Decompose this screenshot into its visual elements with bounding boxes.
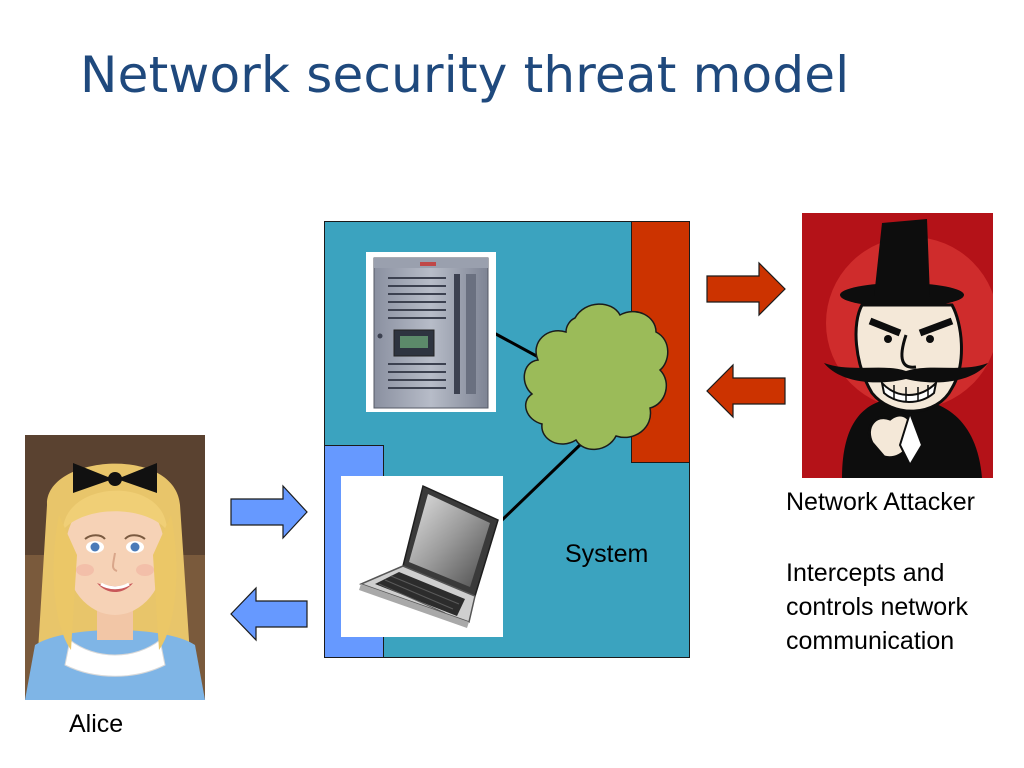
- attacker-label: Network Attacker: [786, 488, 975, 516]
- system-to-alice-arrow: [230, 586, 308, 642]
- attacker-portrait: [802, 213, 993, 478]
- attacker-description: Intercepts and controls network communic…: [786, 556, 968, 658]
- attacker-description-line: controls network: [786, 593, 969, 621]
- slide-title: Network security threat model: [80, 46, 850, 104]
- attacker-description-line: communication: [786, 627, 955, 655]
- attacker-to-system-arrow: [706, 363, 786, 419]
- alice-to-system-arrow: [230, 484, 308, 540]
- network-cloud-icon: [523, 303, 669, 450]
- laptop-image: [341, 476, 503, 637]
- system-to-attacker-arrow: [706, 261, 786, 317]
- alice-portrait: [25, 435, 205, 700]
- server-icon: [373, 257, 489, 409]
- alice-label: Alice: [69, 710, 124, 738]
- laptop-connection-line: [498, 441, 584, 524]
- laptop-icon: [358, 484, 499, 628]
- system-label: System: [565, 540, 649, 568]
- server-image: [366, 252, 496, 412]
- attacker-description-line: Intercepts and: [786, 559, 945, 587]
